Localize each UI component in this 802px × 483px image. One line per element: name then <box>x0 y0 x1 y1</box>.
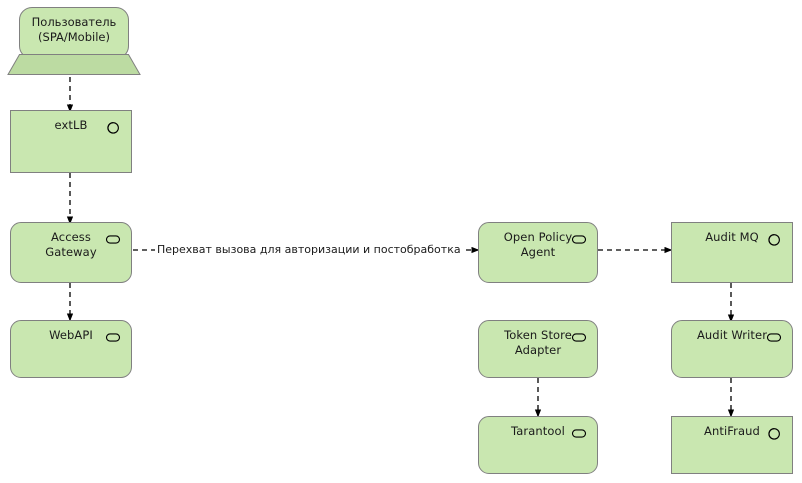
node-audit-mq-label: Audit MQ <box>705 230 759 244</box>
component-pill-icon <box>571 235 587 244</box>
component-pill-icon <box>105 235 121 244</box>
node-token-store-adapter-label: Token Store Adapter <box>479 328 597 358</box>
node-webapi-label: WebAPI <box>49 328 93 342</box>
component-pill-icon <box>105 333 121 342</box>
node-access-gateway[interactable]: Access Gateway <box>10 222 132 283</box>
node-antifraud-label: AntiFraud <box>704 424 760 438</box>
node-audit-mq[interactable]: Audit MQ <box>671 222 793 283</box>
node-circle-icon <box>768 428 780 440</box>
component-pill-icon <box>571 333 587 342</box>
node-tarantool-label: Tarantool <box>511 424 565 438</box>
node-user-label-line1: Пользователь <box>31 15 117 29</box>
node-tarantool[interactable]: Tarantool <box>478 416 598 474</box>
node-access-gateway-label-line2: Gateway <box>45 245 97 259</box>
node-token-store-adapter-label-line1: Token Store <box>504 328 572 342</box>
node-antifraud[interactable]: AntiFraud <box>671 416 793 474</box>
node-audit-writer-label: Audit Writer <box>696 328 768 342</box>
node-circle-icon <box>768 234 780 246</box>
node-user-label-line2: (SPA/Mobile) <box>38 30 110 44</box>
node-token-store-adapter[interactable]: Token Store Adapter <box>478 320 598 378</box>
node-extlb-label: extLB <box>54 118 88 132</box>
node-access-gateway-label: Access Gateway <box>11 230 131 260</box>
connector-label-access-gateway-to-opa: Перехват вызова для авторизации и постоб… <box>155 243 463 256</box>
node-extlb[interactable]: extLB <box>10 110 132 173</box>
component-pill-icon <box>571 429 587 438</box>
node-user[interactable]: Пользователь (SPA/Mobile) <box>7 7 141 75</box>
node-open-policy-agent[interactable]: Open Policy Agent <box>478 222 598 283</box>
node-open-policy-agent-label: Open Policy Agent <box>479 230 597 260</box>
node-user-base <box>7 54 141 75</box>
node-audit-writer[interactable]: Audit Writer <box>671 320 793 378</box>
node-user-label: Пользователь (SPA/Mobile) <box>19 15 129 45</box>
component-pill-icon <box>766 333 782 342</box>
node-token-store-adapter-label-line2: Adapter <box>514 343 562 357</box>
node-access-gateway-label-line1: Access <box>51 230 91 244</box>
node-circle-icon <box>107 122 119 134</box>
node-webapi[interactable]: WebAPI <box>10 320 132 378</box>
node-open-policy-agent-label-line2: Agent <box>520 245 556 259</box>
node-open-policy-agent-label-line1: Open Policy <box>503 230 573 244</box>
node-user-body <box>19 7 129 59</box>
